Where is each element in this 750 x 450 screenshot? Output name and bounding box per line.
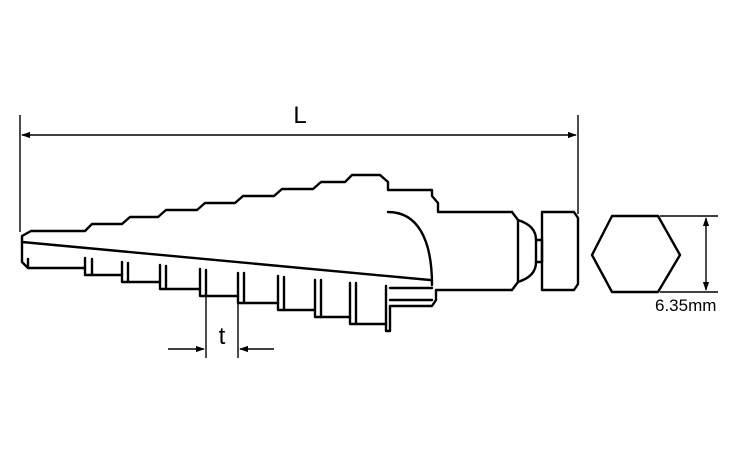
hex-size-label: 6.35mm xyxy=(655,296,716,315)
lower-step-profile xyxy=(20,240,514,333)
hex-shank xyxy=(510,210,580,292)
length-dimension: L xyxy=(19,102,579,232)
flute-curve xyxy=(386,210,434,287)
shank-neck-left xyxy=(510,210,520,292)
step-thickness-dimension: t xyxy=(168,297,274,358)
hex-cross-section: 6.35mm xyxy=(590,214,718,315)
tip-bands xyxy=(388,286,434,302)
inner-step-edges xyxy=(26,256,388,326)
hexagon-icon xyxy=(590,214,682,294)
upper-step-profile xyxy=(20,173,514,244)
cutting-edge-line xyxy=(20,240,432,282)
step-drill-body xyxy=(20,173,514,333)
step-thickness-label: t xyxy=(219,323,226,350)
shank-end xyxy=(540,210,580,292)
length-label: L xyxy=(293,102,306,129)
shank-groove xyxy=(516,218,538,284)
